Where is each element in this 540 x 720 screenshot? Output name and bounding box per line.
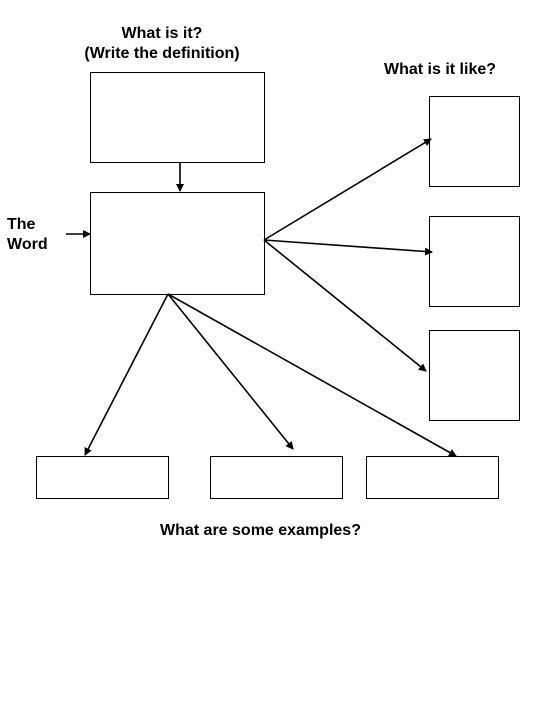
word-to-example-3-arrow (167, 293, 457, 457)
word-label-line1: The (7, 216, 36, 233)
like-box-3[interactable] (429, 330, 520, 421)
word-box[interactable] (90, 192, 265, 295)
example-box-3[interactable] (366, 456, 499, 499)
example-box-1[interactable] (36, 456, 169, 499)
like-box-1[interactable] (429, 96, 520, 187)
word-to-like-2-arrow (263, 239, 433, 256)
example-box-2[interactable] (210, 456, 343, 499)
definition-title-line1: What is it? (121, 25, 203, 42)
like-box-2[interactable] (429, 216, 520, 307)
like-title: What is it like? (384, 61, 497, 78)
word-to-example-1-arrow (84, 293, 169, 456)
word-label-line2: Word (7, 236, 48, 253)
examples-title: What are some examples? (160, 522, 361, 539)
word-to-example-2-arrow (167, 293, 294, 450)
definition-title: What is it? (Write the definition) (62, 24, 262, 64)
definition-box[interactable] (90, 72, 265, 163)
definition-title-line2: (Write the definition) (84, 45, 240, 62)
word-label: The Word (7, 215, 48, 255)
word-to-like-1-arrow (263, 138, 432, 241)
word-to-like-3-arrow (263, 239, 427, 372)
